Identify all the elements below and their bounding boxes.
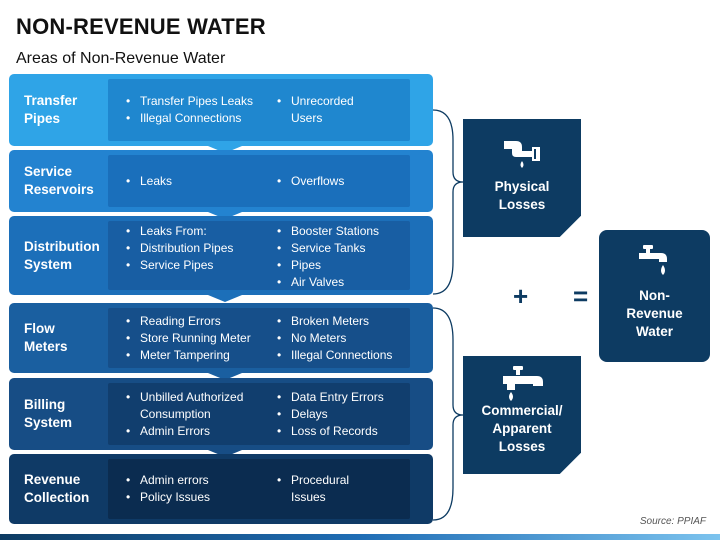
area-row-col1-list: Transfer Pipes LeaksIllegal Connections bbox=[125, 93, 253, 127]
area-row-label-line: Reservoirs bbox=[24, 182, 94, 197]
faucet-icon bbox=[503, 366, 543, 401]
bullet-item: Air Valves bbox=[276, 274, 379, 291]
area-row-label-line: Collection bbox=[24, 490, 90, 505]
bullet-item: Admin Errors bbox=[125, 423, 243, 440]
bullet-item: Transfer Pipes Leaks bbox=[125, 93, 253, 110]
commercial-label-line1: Commercial/ bbox=[481, 403, 563, 418]
bullet-item: Service Tanks bbox=[276, 240, 379, 257]
area-row-col2-list: Booster StationsService TanksPipesAir Va… bbox=[276, 223, 379, 291]
bullet-item: Policy Issues bbox=[125, 489, 210, 506]
bullet-item: Illegal Connections bbox=[125, 110, 253, 127]
commercial-label-line3: Losses bbox=[498, 439, 546, 454]
area-row-col1-list: Unbilled AuthorizedConsumptionAdmin Erro… bbox=[125, 389, 243, 440]
bullet-item: Procedural bbox=[276, 472, 349, 489]
area-row-col1-list: Leaks From:Distribution PipesService Pip… bbox=[125, 223, 233, 274]
bullet-item: Overflows bbox=[276, 173, 344, 190]
area-row-label-line: Meters bbox=[24, 339, 68, 354]
bullet-item: Booster Stations bbox=[276, 223, 379, 240]
bullet-item: Meter Tampering bbox=[125, 347, 251, 364]
row-connector-arrow bbox=[208, 146, 242, 153]
physical-label-line2: Losses bbox=[498, 197, 546, 212]
area-row-panel: Unbilled AuthorizedConsumptionAdmin Erro… bbox=[108, 383, 410, 445]
area-row: DistributionSystemLeaks From:Distributio… bbox=[9, 216, 433, 302]
page-subtitle: Areas of Non-Revenue Water bbox=[16, 50, 226, 67]
area-row-col1-list: Admin errorsPolicy Issues bbox=[125, 472, 210, 506]
area-row-label-line: Distribution bbox=[24, 238, 100, 254]
plus-sign: + bbox=[513, 281, 529, 311]
area-row-col1-list: Reading ErrorsStore Running MeterMeter T… bbox=[125, 313, 251, 364]
bottom-accent-bar bbox=[0, 534, 720, 540]
area-row-panel: Leaks Overflows bbox=[108, 155, 410, 207]
bullet-item: Issues bbox=[291, 490, 326, 504]
bullet-item: No Meters bbox=[276, 330, 392, 347]
bullet-item: Unrecorded bbox=[276, 93, 354, 110]
bullet-item: Distribution Pipes bbox=[125, 240, 233, 257]
bullet-item: Service Pipes bbox=[125, 257, 233, 274]
area-row-panel: Admin errorsPolicy Issues ProceduralIssue… bbox=[108, 459, 410, 519]
area-row-label-line: System bbox=[24, 415, 73, 430]
result-label-line3: Water bbox=[635, 324, 673, 339]
non-revenue-water-card: Non- Revenue Water bbox=[599, 230, 710, 362]
area-row-label-line: Transfer bbox=[24, 93, 78, 108]
area-row-label-line: Flow bbox=[24, 321, 55, 336]
row-connector-arrow bbox=[208, 373, 242, 380]
bullet-item: Users bbox=[291, 111, 323, 125]
physical-label-line1: Physical bbox=[494, 179, 550, 194]
area-row-panel: Reading ErrorsStore Running MeterMeter T… bbox=[108, 308, 410, 368]
commercial-bracket bbox=[432, 307, 464, 521]
leaking-pipe-icon bbox=[504, 141, 540, 168]
bullet-item: Illegal Connections bbox=[276, 347, 392, 364]
area-row-panel: Transfer Pipes LeaksIllegal ConnectionsU… bbox=[108, 79, 410, 141]
area-row-col2-list: Data Entry ErrorsDelaysLoss of Records bbox=[276, 389, 384, 440]
dripping-tap-icon bbox=[639, 245, 667, 275]
bullet-item: Leaks From: bbox=[125, 223, 233, 240]
bullet-item: Delays bbox=[276, 406, 384, 423]
commercial-losses-card: Commercial/ Apparent Losses bbox=[463, 356, 581, 474]
equals-sign: = bbox=[573, 281, 589, 311]
bullet-item: Data Entry Errors bbox=[276, 389, 384, 406]
physical-bracket bbox=[432, 109, 464, 295]
bullet-item: Unbilled Authorized bbox=[125, 389, 243, 406]
bullet-item: Admin errors bbox=[125, 472, 210, 489]
area-row-label-line: Revenue bbox=[24, 472, 81, 487]
area-row-col2-list: Broken MetersNo MetersIllegal Connection… bbox=[276, 313, 392, 364]
bullet-item: Store Running Meter bbox=[125, 330, 251, 347]
physical-losses-card: Physical Losses bbox=[463, 119, 581, 237]
area-row-label-line: Service bbox=[24, 164, 73, 179]
page-title: NON-REVENUE WATER bbox=[16, 14, 266, 39]
result-label-line2: Revenue bbox=[626, 306, 683, 321]
row-connector-arrow bbox=[208, 212, 242, 219]
area-row-label-line: Pipes bbox=[24, 111, 61, 126]
area-row-col2-list: Overflows bbox=[276, 173, 344, 190]
row-connector-arrow bbox=[208, 450, 242, 457]
bullet-item: Leaks bbox=[125, 173, 172, 190]
area-row-panel: Leaks From:Distribution PipesService Pip… bbox=[108, 221, 410, 291]
result-label-line1: Non- bbox=[639, 288, 670, 303]
source-note: Source: PPIAF bbox=[639, 516, 706, 527]
bullet-item: Loss of Records bbox=[276, 423, 384, 440]
area-row-label-line: System bbox=[24, 256, 73, 272]
row-connector-arrow bbox=[208, 295, 242, 302]
area-row-col1-list: Leaks bbox=[125, 173, 172, 190]
bullet-item: Reading Errors bbox=[125, 313, 251, 330]
commercial-label-line2: Apparent bbox=[492, 421, 552, 436]
bullet-item: Broken Meters bbox=[276, 313, 392, 330]
bullet-item: Pipes bbox=[276, 257, 379, 274]
area-row-label-line: Billing bbox=[24, 397, 66, 412]
bullet-item: Consumption bbox=[140, 406, 211, 421]
